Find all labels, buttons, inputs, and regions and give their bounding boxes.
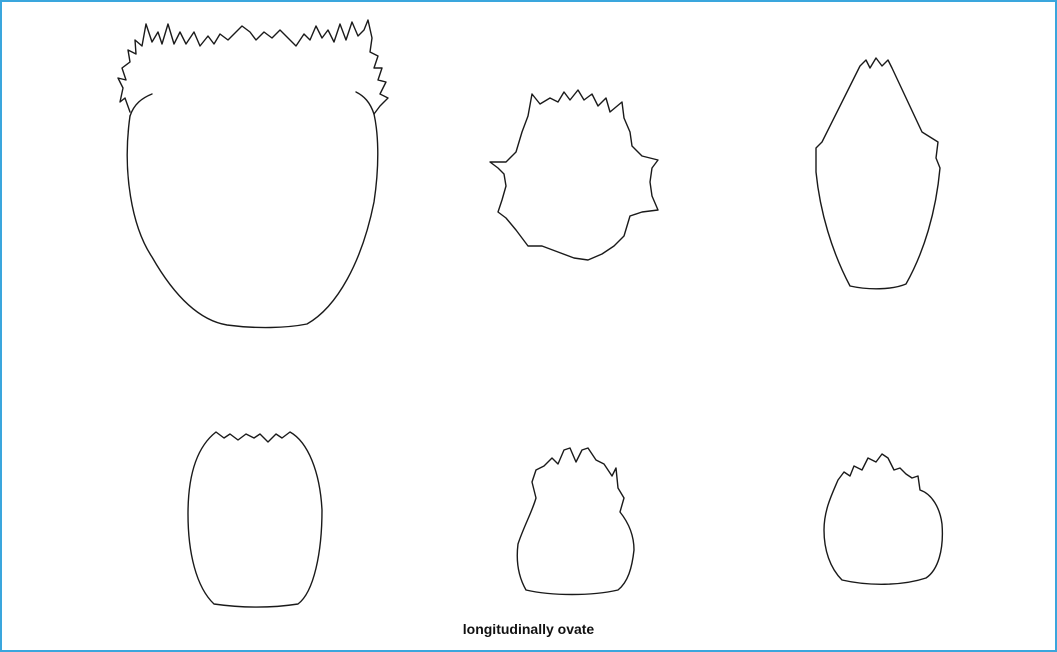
large-ovate-shape-with-fringed-top: [118, 20, 388, 328]
figure-caption: longitudinally ovate: [2, 621, 1055, 637]
tall-elliptic-shape-with-pointed-top: [816, 58, 940, 289]
bell-shape-with-pointed-top: [517, 448, 634, 595]
round-star-shape: [490, 90, 658, 260]
small-oval-shape: [188, 432, 322, 607]
small-rounded-shape-with-notched-top: [824, 454, 942, 584]
